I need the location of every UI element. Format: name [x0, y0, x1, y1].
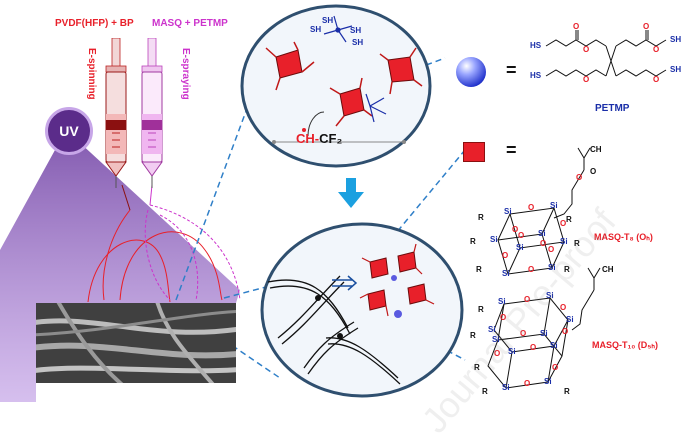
syringe-pvdf [105, 38, 127, 188]
svg-text:Si: Si [504, 207, 512, 216]
pvdf-label: PVDF(HFP) + BP [55, 18, 134, 29]
syringe-masq [141, 38, 163, 188]
uv-lamp-icon: UV [45, 107, 93, 155]
svg-text:O: O [494, 349, 500, 358]
svg-text:O: O [552, 363, 558, 372]
svg-text:O: O [560, 219, 566, 228]
svg-text:O: O [573, 22, 579, 31]
svg-text:O: O [524, 295, 530, 304]
svg-text:R: R [470, 331, 476, 340]
equals-sign-2: = [506, 140, 517, 160]
masq-t10-label: MASQ-T₁₀ (D₅ₕ) [592, 340, 659, 350]
svg-text:Si: Si [550, 341, 558, 350]
svg-text:O: O [540, 239, 546, 248]
svg-text:Si: Si [546, 291, 554, 300]
svg-text:O: O [583, 75, 589, 84]
svg-text:Si: Si [488, 325, 496, 334]
svg-text:SH: SH [670, 65, 681, 74]
svg-text:Si: Si [566, 315, 574, 324]
svg-text:O: O [530, 343, 536, 352]
svg-text:R: R [564, 265, 570, 274]
svg-text:Si: Si [540, 329, 548, 338]
espinning-label: E-spinning [86, 48, 97, 100]
svg-text:R: R [478, 305, 484, 314]
svg-text:O: O [583, 45, 589, 54]
svg-text:Si: Si [516, 243, 524, 252]
svg-text:R: R [574, 239, 580, 248]
svg-text:O: O [528, 203, 534, 212]
svg-text:Si: Si [498, 297, 506, 306]
masq-petmp-label: MASQ + PETMP [152, 18, 228, 29]
svg-text:O: O [528, 265, 534, 274]
espraying-label: E-spraying [180, 48, 191, 100]
svg-text:O: O [562, 327, 568, 336]
svg-text:O: O [518, 231, 524, 240]
masq-cube-icon [463, 142, 485, 162]
masq-t8-label: MASQ-T₈ (Oₕ) [594, 232, 653, 242]
sh-labels-4: SH [352, 38, 364, 47]
svg-text:Si: Si [492, 335, 500, 344]
petmp-label: PETMP [595, 103, 630, 114]
svg-text:HS: HS [530, 71, 542, 80]
svg-text:R: R [566, 215, 572, 224]
svg-text:SH: SH [670, 35, 681, 44]
svg-text:Si: Si [502, 269, 510, 278]
svg-text:CH: CH [602, 265, 614, 274]
petmp-structure: HS HS SH SH O O O O O O [530, 22, 681, 84]
svg-text:R: R [474, 363, 480, 372]
svg-text:O: O [512, 225, 518, 234]
svg-text:CH: CH [590, 145, 602, 154]
petmp-sphere-icon [456, 57, 486, 87]
svg-text:R: R [478, 213, 484, 222]
svg-text:Si: Si [508, 347, 516, 356]
svg-text:O: O [590, 167, 596, 176]
svg-text:O: O [560, 303, 566, 312]
svg-text:Si: Si [490, 235, 498, 244]
ch-cf2-label: CH-CF₂ [296, 131, 343, 146]
svg-text:O: O [643, 22, 649, 31]
svg-text:Si: Si [544, 377, 552, 386]
svg-text:HS: HS [530, 41, 542, 50]
svg-text:O: O [653, 45, 659, 54]
svg-text:R: R [482, 387, 488, 396]
equals-sign-1: = [506, 60, 517, 80]
svg-text:Si: Si [502, 383, 510, 392]
svg-text:O: O [548, 245, 554, 254]
down-arrow-icon [338, 178, 364, 208]
svg-text:O: O [653, 75, 659, 84]
svg-text:O: O [502, 251, 508, 260]
svg-text:O: O [520, 329, 526, 338]
svg-text:O: O [500, 313, 506, 322]
svg-text:R: R [476, 265, 482, 274]
svg-text:R: R [470, 237, 476, 246]
sem-fiber-image [36, 303, 236, 383]
network-zoom-circle-bottom [260, 222, 464, 398]
sh-labels-2: SH [310, 25, 322, 34]
svg-text:O: O [576, 173, 582, 182]
molecular-zoom-circle-top [240, 4, 432, 168]
svg-text:Si: Si [550, 201, 558, 210]
svg-text:O: O [524, 379, 530, 388]
svg-text:R: R [564, 387, 570, 396]
sh-labels-3: SH [350, 26, 362, 35]
sh-labels: SH [322, 16, 334, 25]
svg-text:Si: Si [548, 263, 556, 272]
svg-text:Si: Si [538, 229, 546, 238]
svg-text:Si: Si [560, 237, 568, 246]
